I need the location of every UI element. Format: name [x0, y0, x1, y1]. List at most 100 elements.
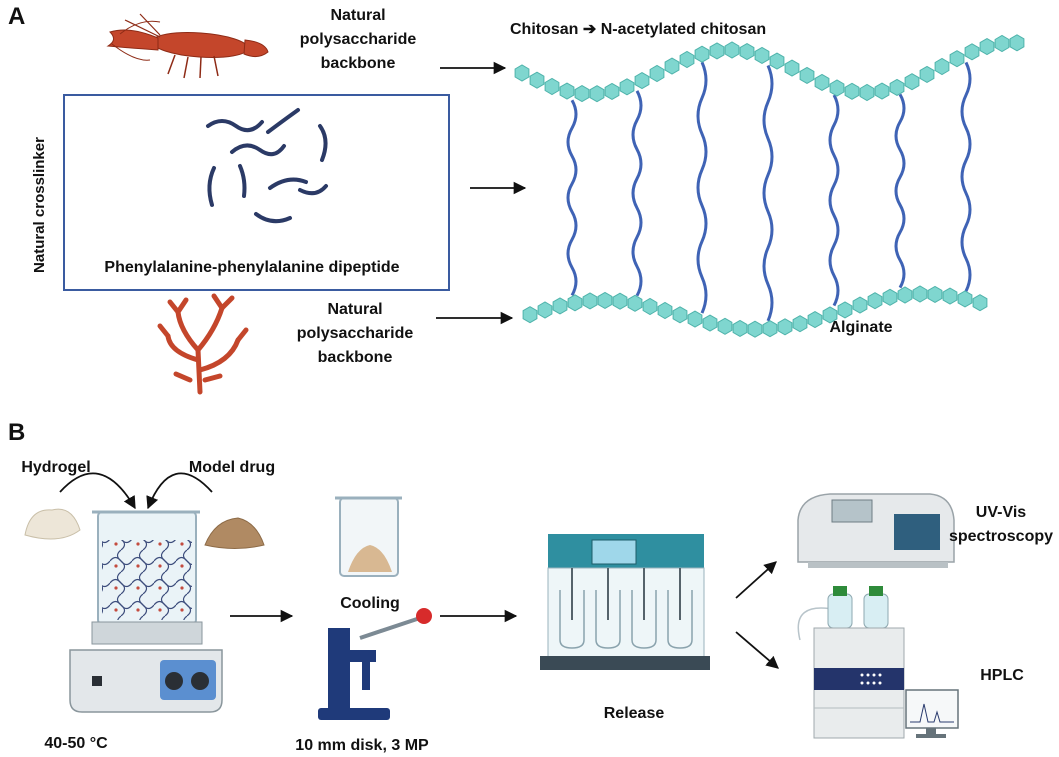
backbone-bottom-label-line3: backbone: [318, 349, 393, 366]
chain-hexagon: [582, 292, 598, 310]
chain-bottom-label: Alginate: [829, 319, 892, 336]
backbone-top-label-line1: Natural: [330, 7, 385, 24]
release-label: Release: [604, 705, 665, 722]
chain-hexagon: [777, 318, 793, 336]
temperature-label: 40-50 °C: [44, 735, 108, 752]
arrow-to-uvvis: [735, 561, 777, 599]
chain-hexagon: [702, 314, 718, 332]
chain-hexagon: [979, 38, 995, 56]
backbone-bottom-label-line2: polysaccharide: [297, 325, 414, 342]
chain-hexagon: [567, 294, 583, 312]
chain-hexagon: [672, 306, 688, 324]
chain-top-label: Chitosan ➔ N-acetylated chitosan: [510, 21, 766, 38]
arrow-to-hplc: [735, 631, 779, 669]
crosslink-strand: [960, 61, 972, 292]
crosslink-strand: [762, 64, 774, 322]
panel-b: B Hydrogel Model drug 40-50 °C: [8, 419, 1053, 754]
chain-hexagon: [927, 285, 943, 303]
crosslink-strand: [828, 94, 840, 307]
uvvis-label-line2: spectroscopy: [949, 528, 1053, 545]
panel-a: Natural polysaccharide backbone Chitosan…: [8, 3, 1025, 395]
chain-hexagon: [522, 306, 538, 324]
hotplate-stirrer-icon: [69, 621, 223, 713]
chain-hexagon: [829, 79, 845, 97]
chain-hexagon: [852, 296, 868, 314]
chain-hexagon: [972, 294, 988, 312]
chain-hexagon: [837, 301, 853, 319]
seaweed-icon: [157, 293, 249, 395]
backbone-bottom-label-line1: Natural: [327, 301, 382, 318]
chain-hexagon: [732, 319, 748, 337]
chain-hexagon: [649, 64, 665, 83]
chain-hexagon: [994, 34, 1010, 53]
chain-hexagon: [792, 315, 808, 333]
powder-pile-icon: [24, 508, 265, 549]
chain-hexagon: [919, 65, 935, 83]
chain-hexagon: [942, 287, 958, 305]
chain-hexagon: [739, 43, 755, 61]
chain-hexagon: [634, 72, 650, 90]
panel-a-letter: A: [8, 3, 25, 30]
chain-hexagon: [514, 64, 530, 82]
chain-hexagon: [904, 73, 920, 91]
chain-hexagon: [844, 82, 860, 100]
backbone-top-label-line2: polysaccharide: [300, 31, 417, 48]
chain-hexagon: [694, 45, 710, 63]
chain-hexagon: [964, 43, 980, 61]
chain-hexagon: [657, 301, 673, 320]
chain-hexagon: [882, 288, 898, 306]
chain-hexagon: [949, 50, 965, 68]
chain-hexagon: [724, 41, 740, 59]
chain-hexagon: [627, 294, 643, 312]
hexagon-chain-icon: [514, 34, 1025, 338]
chain-hexagon: [799, 66, 815, 84]
chain-hexagon: [537, 301, 553, 319]
chain-hexagon: [1009, 34, 1025, 52]
chain-hexagon: [574, 85, 590, 103]
chain-hexagon: [679, 50, 695, 69]
chain-hexagon: [559, 82, 575, 100]
spectrophotometer-icon: [797, 493, 955, 568]
dipeptide-label: Phenylalanine-phenylalanine dipeptide: [104, 259, 399, 276]
beaker-icon: [92, 510, 200, 625]
chain-hexagon: [762, 320, 778, 338]
backbone-top-label-line3: backbone: [321, 55, 396, 72]
chain-hexagon: [934, 57, 950, 76]
cooling-label: Cooling: [340, 595, 400, 612]
crayfish-icon: [106, 13, 269, 79]
peptide-strand-icon: [206, 108, 328, 224]
hplc-system-icon: [797, 586, 905, 739]
crosslink-strand: [894, 93, 906, 289]
chain-hexagon: [687, 310, 703, 328]
crosslinker-side-label: Natural crosslinker: [31, 137, 48, 273]
crosslink-strand: [566, 99, 578, 297]
chain-hexagon: [822, 306, 838, 324]
chain-hexagon: [754, 46, 770, 64]
chain-hexagon: [619, 78, 635, 96]
chain-hexagon: [889, 78, 905, 96]
chain-hexagon: [642, 297, 658, 316]
chain-hexagon: [544, 77, 560, 96]
press-label: 10 mm disk, 3 MP: [295, 737, 429, 754]
chain-hexagon: [859, 83, 875, 102]
chain-hexagon: [589, 85, 605, 103]
disk-press-icon: [318, 608, 432, 720]
chain-hexagon: [604, 82, 620, 100]
chain-hexagon: [709, 42, 725, 60]
chain-hexagon: [552, 297, 568, 315]
chain-hexagon: [874, 82, 890, 100]
arrow-hydrogel-curve: [59, 472, 136, 510]
chain-hexagon: [897, 286, 913, 304]
cooling-beaker-icon: [335, 496, 402, 577]
chain-hexagon: [784, 59, 800, 77]
chain-hexagon: [957, 290, 973, 308]
chain-hexagon: [747, 320, 763, 338]
arrow-drug-curve: [146, 472, 213, 510]
uvvis-label-line1: UV-Vis: [976, 504, 1027, 521]
chain-hexagon: [912, 285, 928, 303]
chain-hexagon: [717, 317, 733, 335]
monitor-icon: [905, 689, 959, 738]
dissolution-tester-icon: [540, 534, 710, 670]
hydrogel-label: Hydrogel: [21, 459, 90, 476]
